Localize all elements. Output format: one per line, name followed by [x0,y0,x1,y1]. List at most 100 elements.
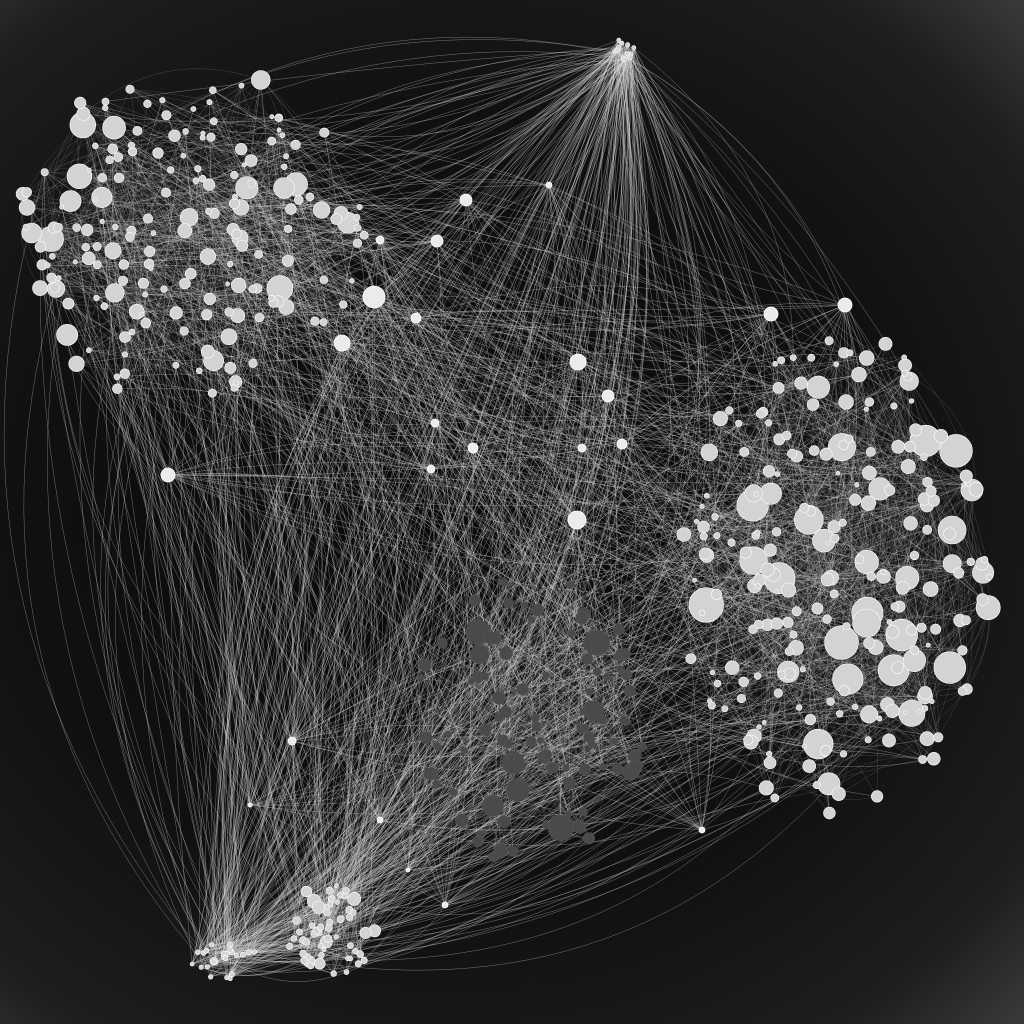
graph-edge [211,47,619,945]
graph-node [310,316,320,326]
graph-edge [101,221,297,921]
graph-edge [248,317,417,953]
graph-edge [444,634,794,906]
graph-edge [327,53,628,939]
graph-edge [85,137,203,248]
graph-node [837,297,853,313]
graph-edge [809,489,973,767]
graph-edge [508,184,550,744]
graph-node [743,734,754,746]
graph-edge [95,56,631,205]
graph-node [220,328,238,346]
graph-node [613,652,622,662]
graph-edge [89,169,209,257]
graph-node [359,926,372,939]
graph-edge [207,351,308,959]
graph-node [180,153,187,159]
graph-node [161,110,172,121]
graph-edge [477,447,583,677]
graph-node [753,491,760,497]
graph-edge [613,47,622,655]
graph-edge [571,56,631,634]
graph-node [459,193,473,207]
graph-edge [856,381,910,485]
graph-edge [26,39,628,208]
graph-edge [167,474,250,953]
graph-node [436,637,448,649]
graph-edge [116,311,230,377]
graph-node [735,419,743,427]
graph-edge [444,387,779,906]
graph-edge [581,447,703,831]
graph-node [601,389,615,403]
graph-node [885,624,900,639]
graph-node [531,603,545,617]
graph-node [706,698,712,704]
graph-node [353,224,362,232]
graph-node [739,546,752,559]
graph-edge [283,187,420,871]
graph-node [980,555,989,564]
graph-node [773,588,780,595]
graph-node [309,922,316,929]
graph-edge [334,184,550,931]
graph-edge [302,240,443,941]
graph-edge [909,446,963,668]
graph-edge [224,53,631,957]
graph-edge [167,462,703,507]
graph-edge [422,304,846,738]
graph-edge [47,262,210,300]
graph-node [891,661,905,674]
graph-node [903,516,918,531]
graph-edge [197,44,628,953]
graph-node [724,660,740,675]
graph-node [254,312,265,323]
graph-edge [51,148,242,278]
graph-edge [120,145,146,324]
graph-edge [761,412,789,623]
graph-node [225,281,230,287]
graph-node [199,174,207,183]
graph-edge [157,141,772,315]
graph-edge [132,288,165,332]
graph-edge [339,59,626,895]
graph-edge [318,904,446,909]
graph-edge [498,40,620,718]
graph-edge [286,50,616,308]
graph-node [713,679,722,688]
graph-node [567,510,587,530]
graph-node [616,37,622,43]
graph-edge [206,314,259,963]
graph-node [770,793,780,803]
graph-edge [112,49,618,251]
graph-node [112,223,119,231]
graph-edge [444,675,627,906]
graph-edge [341,342,583,449]
graph-edge [234,203,578,521]
graph-node [177,223,193,239]
graph-edge [764,446,911,723]
graph-edge [132,151,226,959]
graph-edge [167,474,828,620]
graph-node [339,300,348,309]
graph-edge [373,296,754,561]
graph-node [581,653,594,665]
graph-edge [291,726,760,772]
graph-edge [436,240,856,500]
graph-node [229,198,241,210]
graph-edge [147,218,772,330]
graph-edge [282,135,342,214]
graph-node [22,223,30,231]
graph-edge [716,535,845,691]
graph-node [281,163,288,170]
graph-edge [208,53,631,185]
graph-edge [379,239,703,831]
graph-edge [132,129,280,333]
graph-node [830,533,840,544]
graph-node [777,670,787,680]
graph-node [802,759,817,773]
graph-edge [95,145,150,252]
graph-node [198,965,204,970]
graph-edge [150,268,210,300]
graph-edge [415,317,703,507]
